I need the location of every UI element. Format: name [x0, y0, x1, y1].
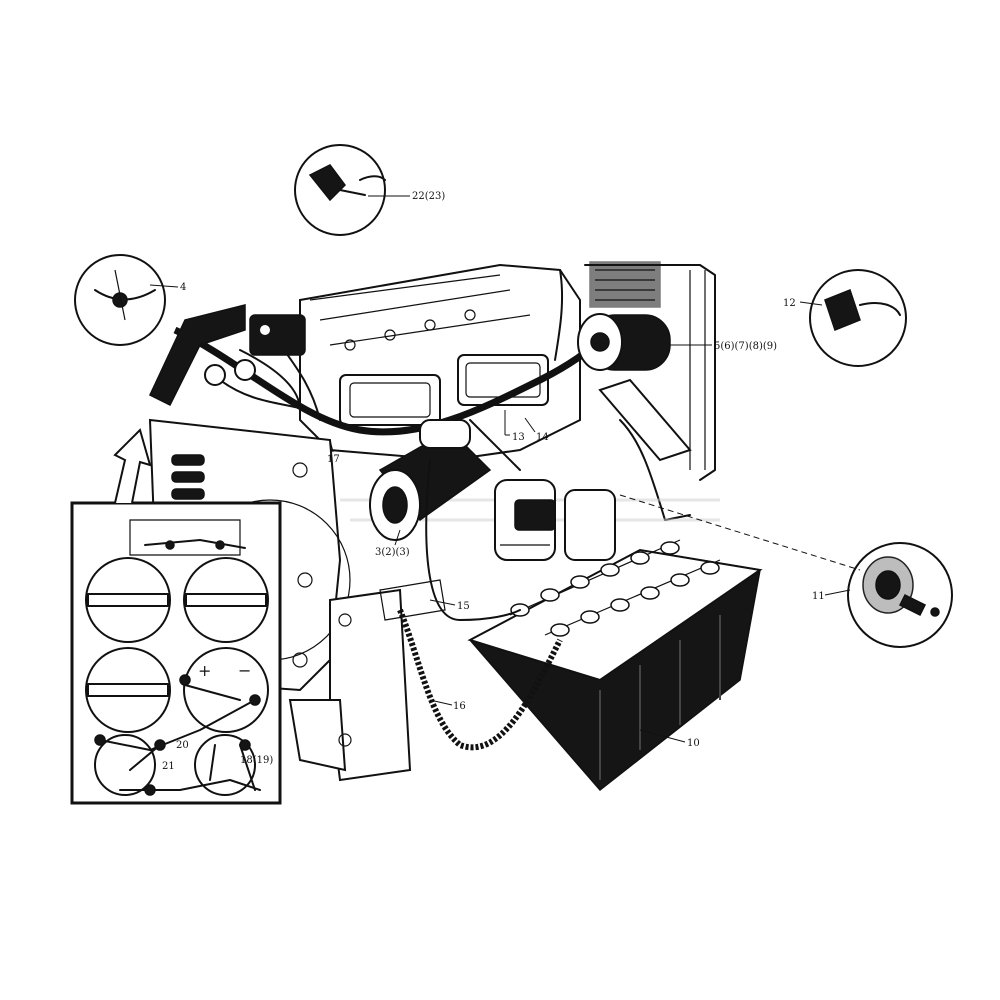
- callout-sender-12: [809, 269, 907, 367]
- battery-cables: [397, 459, 563, 751]
- callout-switch-22: [294, 144, 386, 236]
- filter-canister: [494, 479, 616, 561]
- alternator: [577, 313, 671, 371]
- battery-wiring-inset: [70, 428, 282, 805]
- label-15: 15: [457, 601, 470, 612]
- label-1-3: 3(2)(3): [375, 547, 410, 558]
- label-14: 14: [536, 432, 549, 443]
- label-10: 10: [687, 738, 700, 749]
- label-16: 16: [453, 701, 466, 712]
- label-17: 17: [327, 454, 340, 465]
- label-21: 21: [162, 761, 175, 772]
- label-5-9: 5(6)(7)(8)(9): [714, 341, 777, 352]
- callout-leader-11: [619, 494, 861, 571]
- control-box: [149, 304, 306, 407]
- label-13: 13: [512, 432, 525, 443]
- label-18-19: 18(19): [240, 755, 273, 766]
- label-11: 11: [812, 591, 825, 602]
- battery: [467, 539, 763, 792]
- label-4: 4: [180, 282, 186, 293]
- label-plus: +: [198, 661, 211, 680]
- label-minus: −: [238, 661, 251, 680]
- callout-pulley-11: [847, 542, 953, 648]
- callout-terminal-4: [74, 254, 166, 346]
- label-22-23: 22(23): [412, 191, 445, 202]
- label-20: 20: [176, 740, 189, 751]
- part-labels: 22(23) 4 12 5(6)(7)(8)(9) 13 14 17 3(2)(…: [162, 191, 825, 772]
- leader-lines: [149, 195, 851, 743]
- label-12: 12: [783, 298, 796, 309]
- starter-motor: [369, 419, 492, 541]
- wire-harness: [173, 269, 603, 471]
